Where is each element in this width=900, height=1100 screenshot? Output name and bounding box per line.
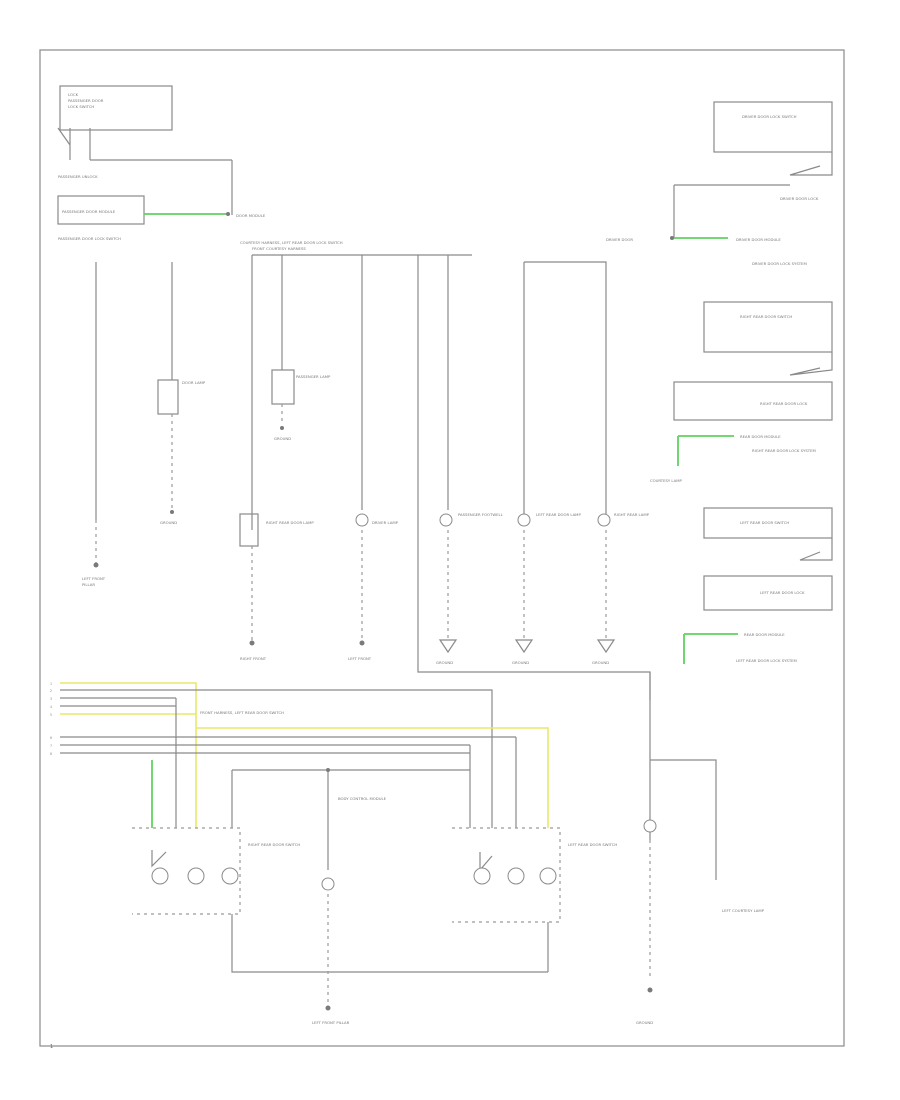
right-bottom-ground-label: GROUND <box>636 1020 653 1025</box>
right-rear-lock-label: RIGHT REAR DOOR LOCK <box>760 401 808 406</box>
right-rear-switch-label: RIGHT REAR DOOR SWITCH <box>740 314 792 319</box>
pin-3: 3 <box>50 697 52 701</box>
driver-door-switch-group: DRIVER DOOR LOCK SWITCH DRIVER DOOR LOCK… <box>606 101 833 266</box>
body-control-label: BODY CONTROL MODULE <box>338 796 387 801</box>
ground-label-6: GROUND <box>436 660 453 665</box>
passenger-module-box <box>57 195 145 225</box>
passenger-switch-box <box>59 85 173 131</box>
ground-label-1b: PILLAR <box>82 582 95 587</box>
passenger-unlock-label: PASSENGER UNLOCK <box>58 174 98 179</box>
driver-lock-label: DRIVER DOOR LOCK <box>780 196 819 201</box>
bottom-header-label: FRONT HARNESS, LEFT REAR DOOR SWITCH <box>200 710 284 715</box>
ground-label-4: RIGHT FRONT <box>240 656 267 661</box>
pin-1: 1 <box>50 682 52 686</box>
left-rear-door-switch-group: COURTESY LAMP LEFT REAR DOOR SWITCH LEFT… <box>650 478 833 664</box>
passenger-module-label: PASSENGER DOOR MODULE <box>62 209 116 214</box>
pin-lines <box>60 682 549 828</box>
pin-4: 4 <box>50 705 52 709</box>
door-module-label: DOOR MODULE <box>236 213 266 218</box>
right-bottom-module: LEFT REAR DOOR SWITCH <box>452 827 617 972</box>
right-rear-module-label: REAR DOOR MODULE <box>740 434 781 439</box>
pin-2: 2 <box>50 689 52 693</box>
vertical-wires: LEFT FRONT PILLAR GROUND GROUND RIGHT FR… <box>82 255 616 665</box>
pin-label-column: 1 2 3 4 5 6 7 8 <box>50 682 52 756</box>
left-lamp-label: DOOR LAMP <box>182 380 206 385</box>
right-rear-lamp-label: RIGHT REAR LAMP <box>614 512 650 517</box>
diagram-frame <box>39 49 845 1047</box>
ground-label-5: LEFT FRONT <box>348 656 372 661</box>
courtesy-lamp-label: COURTESY LAMP <box>650 478 683 483</box>
ground-label-1: LEFT FRONT <box>82 576 106 581</box>
header-label: COURTESY HARNESS, LEFT REAR DOOR LOCK SW… <box>240 240 343 245</box>
pin-8: 8 <box>50 752 52 756</box>
pin-7: 7 <box>50 744 52 748</box>
header-sublabel: FRONT COURTESY HARNESS <box>252 246 306 251</box>
passenger-switch-label-2: PASSENGER DOOR <box>68 98 104 103</box>
right-rear-system-label: RIGHT REAR DOOR LOCK SYSTEM <box>752 448 816 453</box>
ground-label-2: GROUND <box>160 520 177 525</box>
ground-label-3: GROUND <box>274 436 291 441</box>
passenger-door-switch-group: LOCK PASSENGER DOOR LOCK SWITCH PASSENGE… <box>57 85 266 241</box>
right-bottom-lamp: GROUND LEFT COURTESY LAMP <box>636 740 765 1025</box>
driver-lamp-label: DRIVER LAMP <box>372 520 399 525</box>
driver-module-right-label: DRIVER DOOR MODULE <box>736 237 781 242</box>
right-module-label: LEFT REAR DOOR SWITCH <box>568 842 617 847</box>
passenger-switch-label-1: LOCK <box>68 92 79 97</box>
right-door-lamp-label: RIGHT REAR DOOR LAMP <box>266 520 314 525</box>
left-rear-lock-label: LEFT REAR DOOR LOCK <box>760 590 805 595</box>
ground-label-8: GROUND <box>592 660 609 665</box>
right-rear-door-switch-group: RIGHT REAR DOOR SWITCH RIGHT REAR DOOR L… <box>673 301 833 466</box>
left-bottom-module: RIGHT REAR DOOR SWITCH <box>132 827 548 973</box>
passenger-switch-label-3: LOCK SWITCH <box>68 104 94 109</box>
ground-label-7: GROUND <box>512 660 529 665</box>
rear-lamp-label: LEFT COURTESY LAMP <box>722 908 765 913</box>
page-number: 1 <box>50 1044 53 1050</box>
driver-module-label: DRIVER DOOR <box>606 237 633 242</box>
left-rear-switch-label: LEFT REAR DOOR SWITCH <box>740 520 789 525</box>
driver-switch-label: DRIVER DOOR LOCK SWITCH <box>742 114 797 119</box>
left-rear-module-label: REAR DOOR MODULE <box>744 632 785 637</box>
left-door-lamp-label: LEFT REAR DOOR LAMP <box>536 512 581 517</box>
left-rear-system-label: LEFT REAR DOOR LOCK SYSTEM <box>736 658 797 663</box>
passenger-footwell-label: PASSENGER FOOTWELL <box>458 512 504 517</box>
bottom-ground-label: LEFT FRONT PILLAR <box>312 1020 350 1025</box>
passenger-door-lock-label: PASSENGER DOOR LOCK SWITCH <box>58 236 121 241</box>
pin-6: 6 <box>50 736 52 740</box>
body-control-center: BODY CONTROL MODULE LEFT FRONT PILLAR <box>312 768 387 1025</box>
pin-5: 5 <box>50 713 52 717</box>
left-module-label: RIGHT REAR DOOR SWITCH <box>248 842 300 847</box>
driver-door-system-label: DRIVER DOOR LOCK SYSTEM <box>752 261 807 266</box>
passenger-lamp-label: PASSENGER LAMP <box>296 374 331 379</box>
